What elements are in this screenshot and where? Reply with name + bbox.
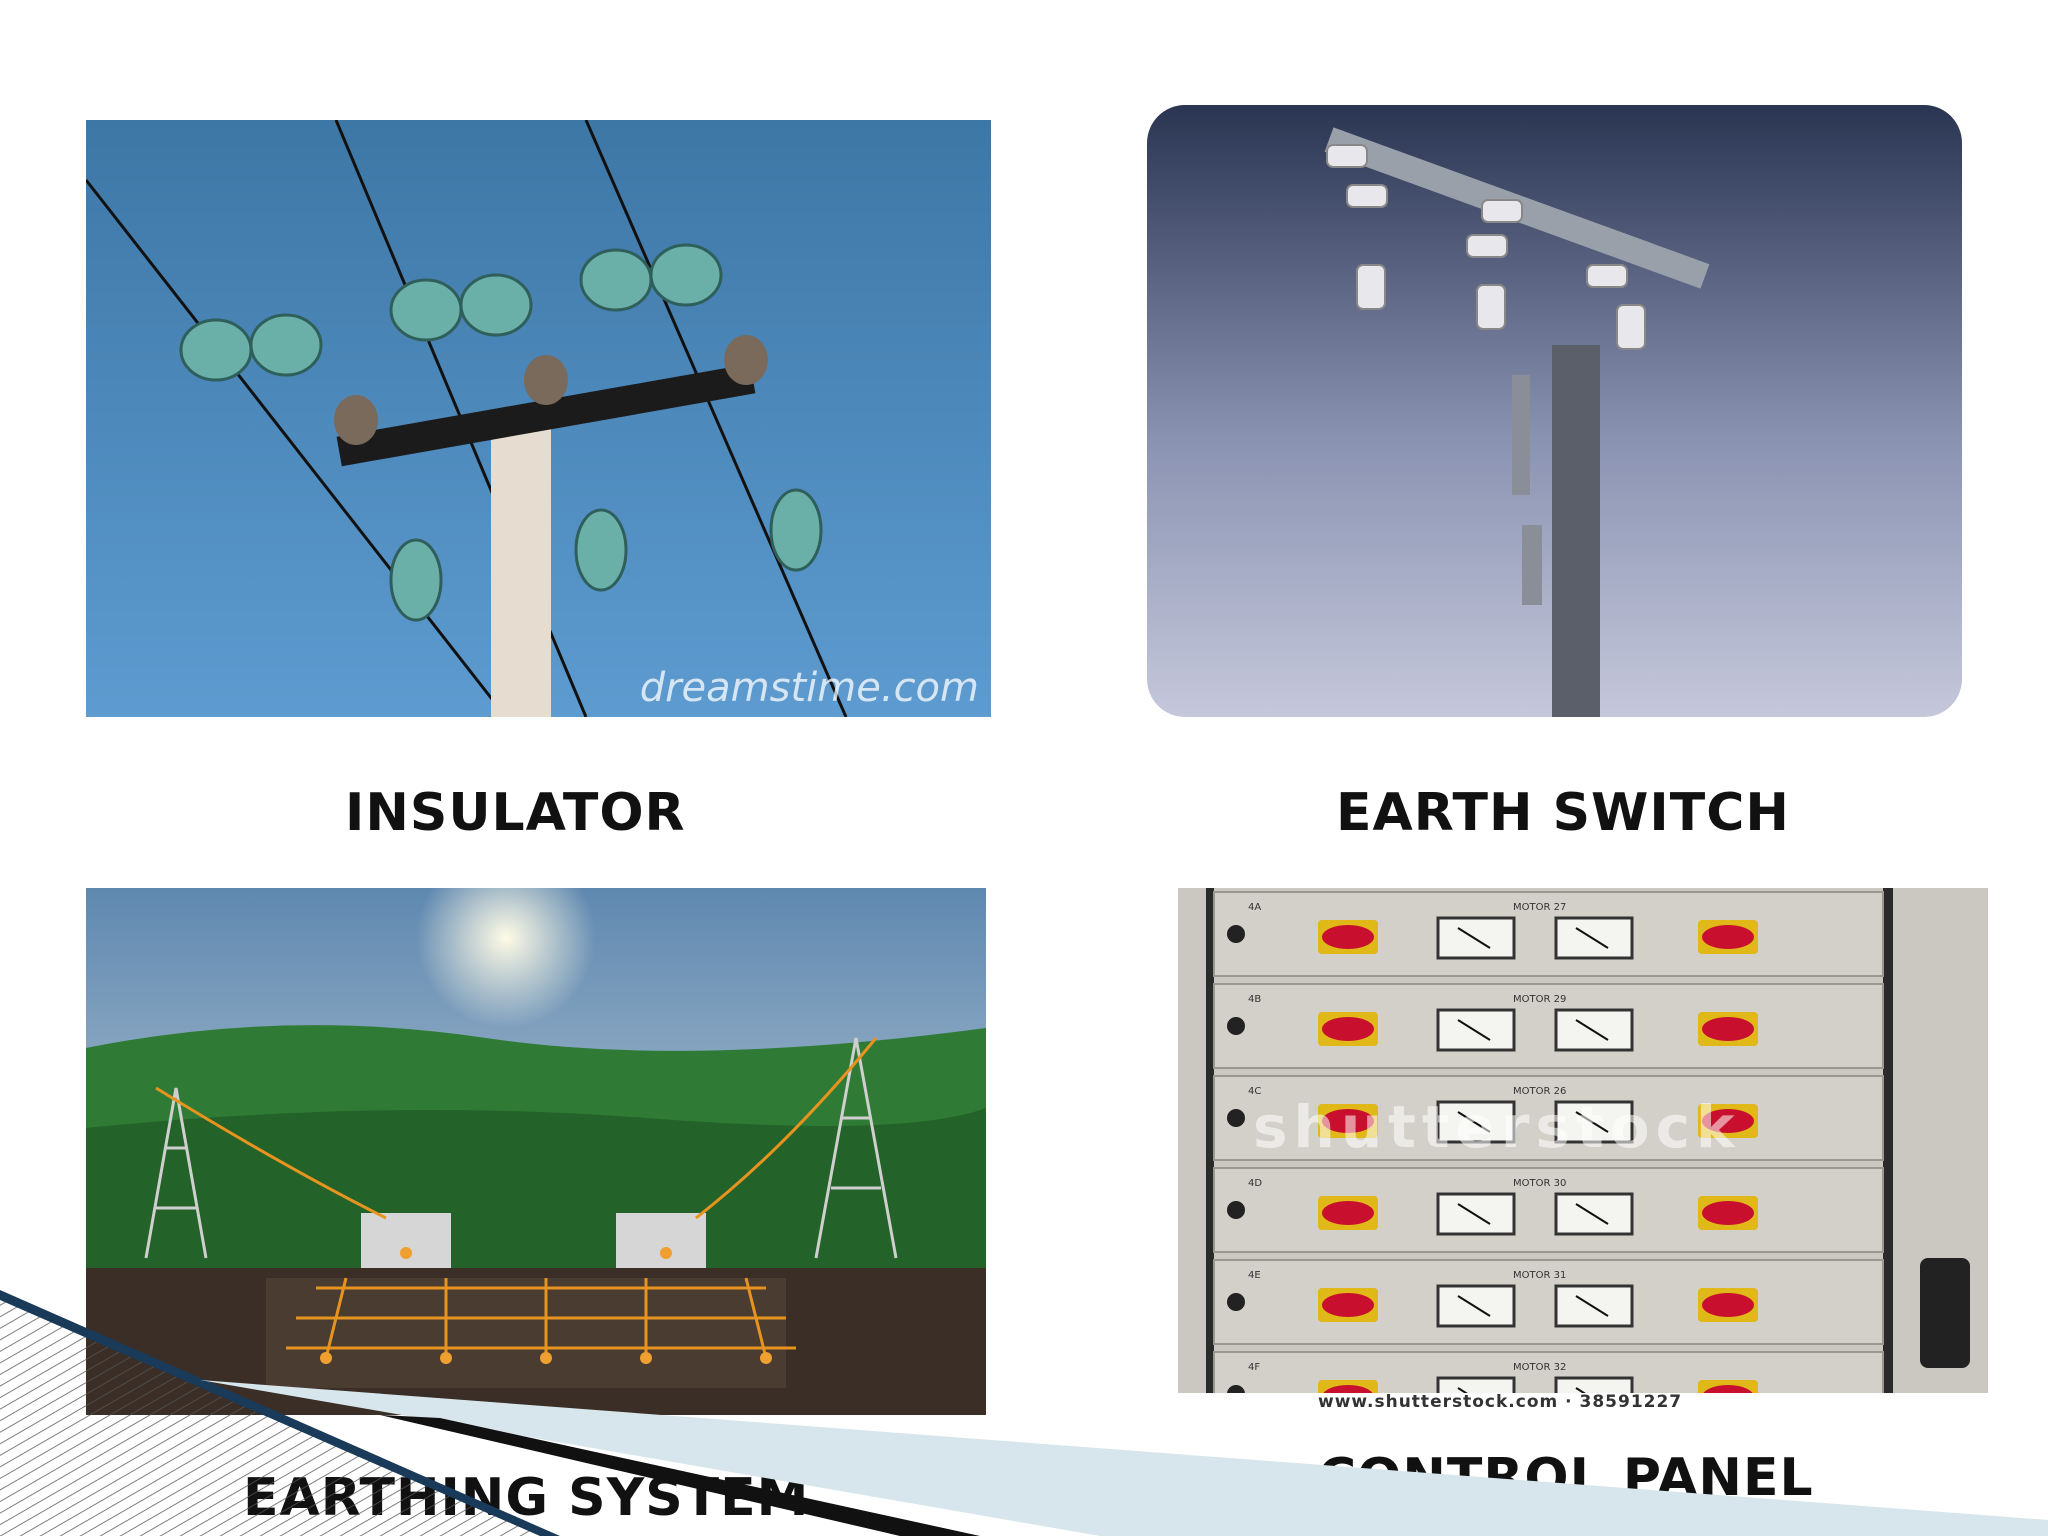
- panel-lock-icon: [1227, 1201, 1245, 1219]
- photo-watermark: dreamstime.com: [639, 665, 979, 711]
- motor-label: MOTOR 26: [1513, 1086, 1566, 1097]
- meter-gauge: [1436, 1100, 1516, 1144]
- panel-row-label: 4E: [1248, 1270, 1261, 1281]
- panel-row-label: 4F: [1248, 1362, 1260, 1373]
- panel-row: [1213, 1075, 1884, 1161]
- panel-row-label: 4A: [1248, 902, 1261, 913]
- switch-handle-icon: [1702, 925, 1754, 949]
- stock-url: www.shutterstock.com · 38591227: [1318, 1392, 1683, 1412]
- switch-handle-icon: [1702, 1109, 1754, 1133]
- insulator-caption: INSULATOR: [345, 783, 686, 843]
- meter-gauge: [1554, 1284, 1634, 1328]
- meter-gauge: [1436, 1376, 1516, 1393]
- control-panel-caption: CONTROL PANEL: [1318, 1448, 1814, 1508]
- switch-handle-icon: [1702, 1017, 1754, 1041]
- switch-handle-icon: [1322, 1293, 1374, 1317]
- insulator-photo: dreamstime.com: [86, 120, 991, 717]
- meter-needle-icon: [1575, 927, 1609, 949]
- meter-needle-icon: [1575, 1019, 1609, 1041]
- motor-label: MOTOR 31: [1513, 1270, 1566, 1281]
- meter-gauge: [1554, 1376, 1634, 1393]
- panel-lock-icon: [1227, 1293, 1245, 1311]
- earth-switch-caption: EARTH SWITCH: [1336, 783, 1790, 843]
- earthing-system-photo: [86, 888, 986, 1415]
- meter-gauge: [1554, 1008, 1634, 1052]
- switch-handle-icon: [1322, 1201, 1374, 1225]
- meter-needle-icon: [1575, 1295, 1609, 1317]
- meter-needle-icon: [1457, 1203, 1491, 1225]
- meter-needle-icon: [1575, 1203, 1609, 1225]
- meter-needle-icon: [1575, 1111, 1609, 1133]
- motor-label: MOTOR 30: [1513, 1178, 1566, 1189]
- meter-gauge: [1436, 1284, 1516, 1328]
- earth-switch-photo: [1147, 105, 1962, 717]
- meter-gauge: [1436, 1192, 1516, 1236]
- earthing-system-caption: EARTHING SYSTEM: [243, 1468, 810, 1528]
- meter-gauge: [1554, 1192, 1634, 1236]
- panel-lock-icon: [1227, 1109, 1245, 1127]
- panel-row-label: 4C: [1248, 1086, 1261, 1097]
- switch-handle-icon: [1322, 1109, 1374, 1133]
- switch-handle-icon: [1322, 925, 1374, 949]
- switch-handle-icon: [1702, 1293, 1754, 1317]
- motor-label: MOTOR 27: [1513, 902, 1566, 913]
- meter-needle-icon: [1457, 927, 1491, 949]
- panel-row-label: 4B: [1248, 994, 1261, 1005]
- panel-lock-icon: [1227, 1017, 1245, 1035]
- motor-label: MOTOR 29: [1513, 994, 1566, 1005]
- switch-handle-icon: [1322, 1017, 1374, 1041]
- meter-needle-icon: [1457, 1019, 1491, 1041]
- control-panel-photo: 4A MOTOR 27 4B MOTOR 29 4C MOTOR 26 4D MOTOR 30…: [1178, 888, 1988, 1393]
- meter-needle-icon: [1457, 1295, 1491, 1317]
- meter-gauge: [1436, 916, 1516, 960]
- meter-needle-icon: [1457, 1111, 1491, 1133]
- meter-gauge: [1554, 1100, 1634, 1144]
- meter-gauge: [1554, 916, 1634, 960]
- panel-lock-icon: [1227, 925, 1245, 943]
- panel-row-label: 4D: [1248, 1178, 1262, 1189]
- meter-gauge: [1436, 1008, 1516, 1052]
- motor-label: MOTOR 32: [1513, 1362, 1566, 1373]
- switch-handle-icon: [1702, 1201, 1754, 1225]
- stock-watermark: shutterstock: [1253, 1093, 1741, 1161]
